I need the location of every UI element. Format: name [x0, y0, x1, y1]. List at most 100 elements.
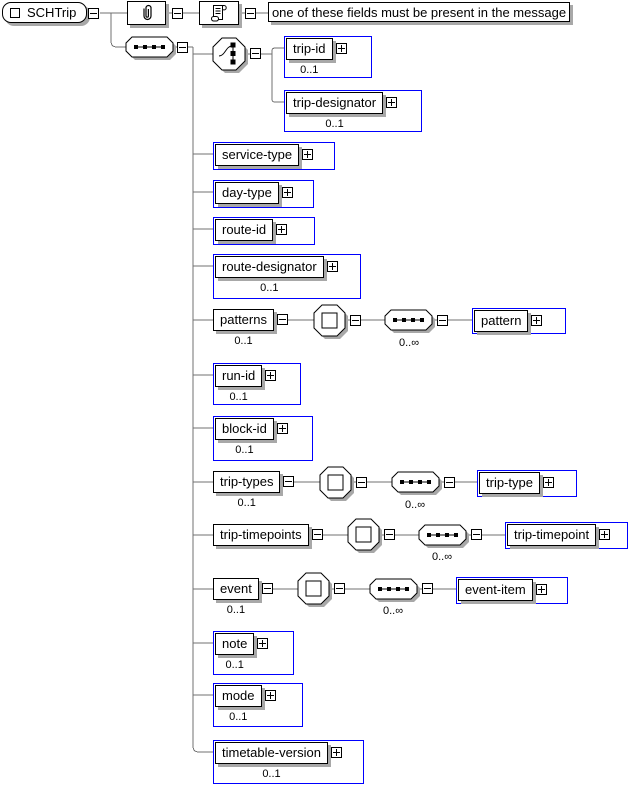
- collapse-icon[interactable]: [245, 8, 256, 19]
- element-event-item[interactable]: event-item: [458, 579, 533, 601]
- element-node-mode: mode 0..1: [213, 683, 303, 727]
- sequence-compositor-icon[interactable]: [418, 524, 469, 548]
- expand-icon[interactable]: [599, 529, 611, 540]
- occurrence-label: 0..∞: [382, 605, 404, 617]
- expand-icon[interactable]: [326, 261, 338, 272]
- expand-icon[interactable]: [331, 747, 342, 758]
- choice-compositor-icon[interactable]: [212, 37, 248, 73]
- element-route-id[interactable]: route-id: [215, 219, 274, 241]
- occurrence-label: 0..1: [229, 391, 248, 403]
- occurrence-label: 0..1: [235, 444, 254, 456]
- expand-icon[interactable]: [276, 423, 288, 434]
- expand-icon[interactable]: [276, 224, 288, 235]
- element-node-patterns: patterns 0..1: [213, 309, 288, 347]
- root-element-schtrip[interactable]: SCHTrip: [2, 2, 87, 23]
- collapse-icon[interactable]: [471, 529, 482, 540]
- element-timetable-version[interactable]: timetable-version: [215, 742, 328, 764]
- expand-icon[interactable]: [335, 43, 347, 54]
- collapse-icon[interactable]: [88, 8, 99, 19]
- element-trip-types[interactable]: trip-types: [213, 471, 281, 493]
- collapse-icon[interactable]: [177, 42, 188, 53]
- occurrence-label: 0..1: [226, 604, 246, 616]
- occurrence-label: 0..∞: [398, 337, 420, 349]
- group-compositor-icon[interactable]: [297, 572, 332, 607]
- collapse-icon[interactable]: [172, 8, 183, 19]
- group-compositor-icon[interactable]: [313, 304, 348, 339]
- occurrence-label: 0..1: [225, 659, 244, 671]
- element-node-block-id: block-id 0..1: [213, 416, 313, 461]
- sequence-compositor-icon[interactable]: [391, 471, 442, 495]
- documentation-node[interactable]: [199, 1, 239, 25]
- element-trip-designator[interactable]: trip-designator: [286, 92, 384, 114]
- expand-icon[interactable]: [281, 187, 293, 198]
- element-event[interactable]: event: [213, 578, 259, 600]
- collapse-icon[interactable]: [444, 477, 455, 488]
- collapse-icon[interactable]: [250, 48, 261, 59]
- sequence-compositor-icon[interactable]: [384, 309, 435, 333]
- element-trip-timepoints[interactable]: trip-timepoints: [213, 524, 309, 546]
- expand-icon[interactable]: [535, 584, 547, 595]
- element-node-route-designator: route-designator 0..1: [213, 254, 361, 299]
- root-element-label: SCHTrip: [27, 5, 77, 20]
- element-node-route-id: route-id: [213, 217, 315, 245]
- element-mode[interactable]: mode: [215, 685, 262, 707]
- collapse-icon[interactable]: [334, 583, 345, 594]
- element-note[interactable]: note: [215, 633, 255, 655]
- element-node-trip-timepoint: trip-timepoint: [505, 522, 628, 549]
- paperclip-icon: [142, 4, 152, 21]
- collapse-icon[interactable]: [356, 477, 367, 488]
- connector-main-vertical: [192, 47, 216, 753]
- element-node-trip-timepoints: trip-timepoints: [213, 524, 323, 546]
- element-day-type[interactable]: day-type: [215, 182, 279, 204]
- element-service-type[interactable]: service-type: [215, 144, 300, 166]
- expand-icon[interactable]: [257, 638, 269, 649]
- collapse-icon[interactable]: [311, 529, 323, 540]
- expand-icon[interactable]: [302, 149, 314, 160]
- element-block-id[interactable]: block-id: [215, 418, 274, 440]
- sequence-compositor-icon[interactable]: [369, 578, 420, 602]
- occurrence-label: 0..1: [237, 497, 256, 509]
- occurrence-label: 0..1: [260, 282, 279, 294]
- element-node-event: event 0..1: [213, 578, 273, 616]
- occurrence-label: 0..1: [234, 335, 253, 347]
- element-trip-id[interactable]: trip-id: [286, 38, 333, 60]
- scroll-icon: [211, 4, 227, 22]
- expand-icon[interactable]: [264, 690, 276, 701]
- connector-branches: [193, 53, 216, 696]
- collapse-icon[interactable]: [276, 314, 288, 325]
- element-run-id[interactable]: run-id: [215, 365, 263, 387]
- element-node-timetable-version: timetable-version 0..1: [213, 740, 364, 784]
- sequence-compositor-icon[interactable]: [125, 36, 176, 60]
- occurrence-label: 0..1: [262, 768, 281, 780]
- collapse-icon[interactable]: [350, 315, 361, 326]
- expand-icon[interactable]: [531, 315, 543, 326]
- element-node-run-id: run-id 0..1: [213, 363, 301, 405]
- group-compositor-icon[interactable]: [319, 466, 354, 501]
- annotation-node[interactable]: [127, 1, 166, 25]
- annotation-text-box: one of these fields must be present in t…: [268, 2, 570, 22]
- connector-root-sequence: [110, 13, 127, 48]
- collapse-icon[interactable]: [384, 529, 395, 540]
- element-node-day-type: day-type: [213, 180, 314, 208]
- expand-icon[interactable]: [542, 477, 554, 488]
- expand-icon[interactable]: [265, 370, 277, 381]
- collapse-icon[interactable]: [283, 476, 295, 487]
- element-trip-timepoint[interactable]: trip-timepoint: [507, 524, 597, 546]
- occurrence-label: 0..1: [229, 711, 248, 723]
- occurrence-label: 0..1: [300, 64, 319, 76]
- element-patterns[interactable]: patterns: [213, 309, 274, 331]
- group-compositor-icon[interactable]: [347, 518, 382, 553]
- occurrence-label: 0..∞: [404, 499, 426, 511]
- element-trip-type[interactable]: trip-type: [479, 472, 540, 494]
- element-node-note: note 0..1: [213, 631, 294, 675]
- collapse-icon[interactable]: [437, 315, 448, 326]
- expand-icon[interactable]: [386, 97, 398, 108]
- element-node-pattern: pattern: [472, 308, 566, 334]
- element-route-designator[interactable]: route-designator: [215, 256, 324, 278]
- collapse-icon[interactable]: [261, 583, 273, 594]
- element-icon: [10, 7, 20, 18]
- element-node-trip-id: trip-id 0..1: [284, 36, 372, 78]
- element-node-trip-designator: trip-designator 0..1: [284, 90, 422, 132]
- element-pattern[interactable]: pattern: [474, 310, 529, 332]
- collapse-icon[interactable]: [422, 583, 433, 594]
